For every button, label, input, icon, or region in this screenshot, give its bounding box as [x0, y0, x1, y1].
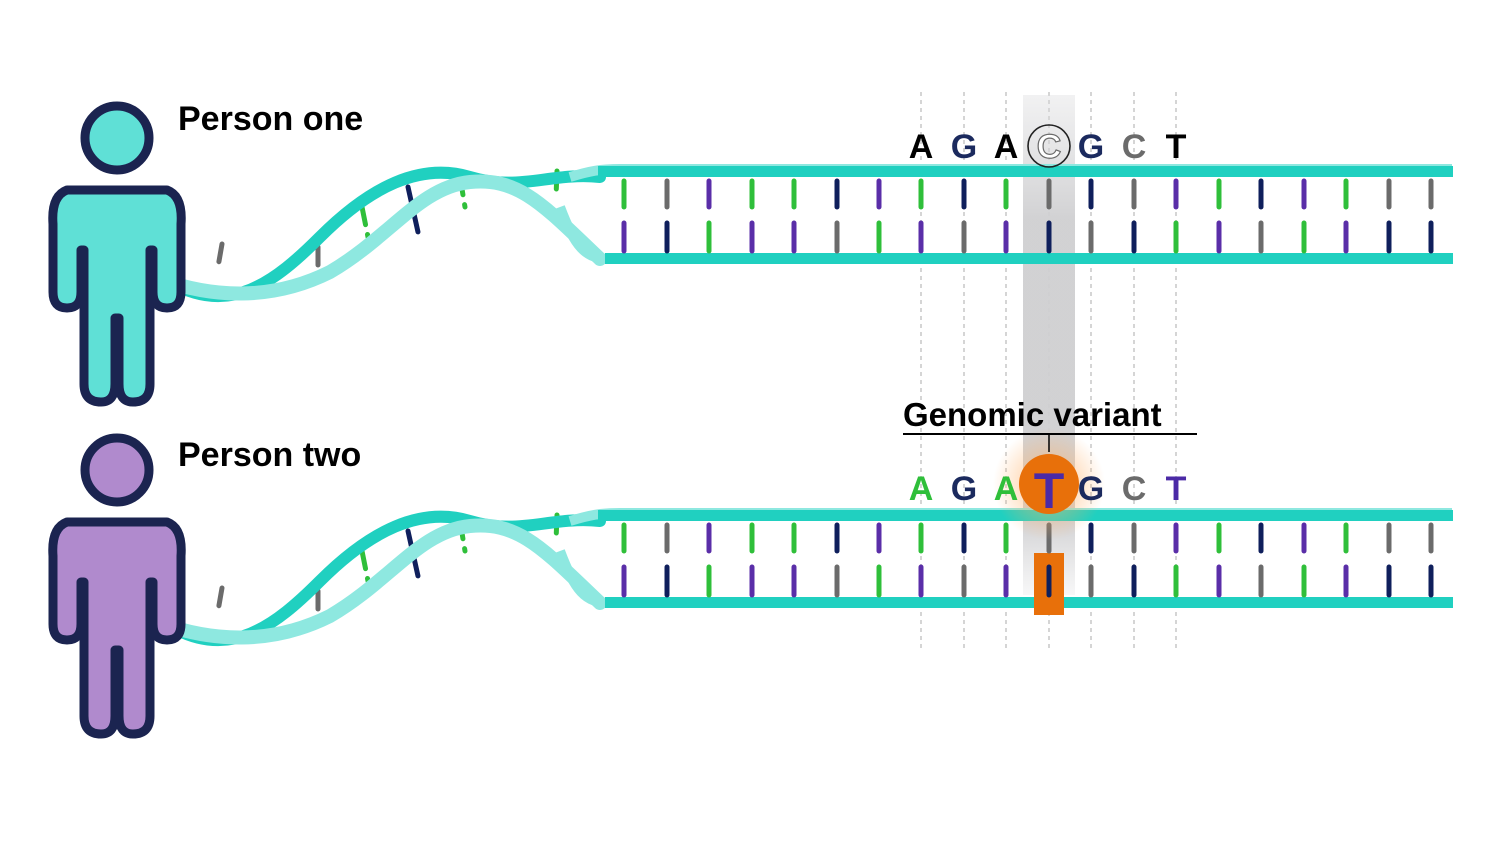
person-figures — [48, 101, 186, 739]
base-letter: A — [994, 128, 1019, 166]
helix-base — [215, 585, 225, 614]
strand-bottom — [605, 253, 1453, 264]
base-letter: T — [1166, 128, 1187, 166]
head — [80, 101, 154, 175]
body — [48, 185, 186, 407]
variant-dot — [1019, 454, 1079, 514]
genomic-variant-label: Genomic variant — [903, 396, 1162, 433]
base-letter: G — [1078, 128, 1104, 166]
helix-base — [359, 548, 371, 584]
helix-base — [405, 528, 421, 579]
base-letter: G — [951, 128, 977, 166]
helix-base — [215, 241, 225, 270]
helix-strand-b — [153, 174, 607, 301]
highlight-circle — [1027, 124, 1071, 168]
base-letter: C — [1037, 128, 1062, 166]
person-one-icon — [48, 101, 186, 407]
dna-helices — [153, 166, 607, 647]
dna-ladder-1 — [555, 164, 1453, 264]
base-letter: A — [909, 470, 934, 508]
helix-base — [405, 184, 421, 235]
base-letter: C — [1122, 128, 1147, 166]
person-two-icon — [48, 433, 186, 739]
strand-bottom — [605, 597, 1453, 608]
base-letter: C — [1122, 470, 1147, 508]
dna-helix-1 — [153, 166, 607, 303]
base-letter: G — [951, 470, 977, 508]
base-letter: A — [909, 128, 934, 166]
base-letter: T — [1166, 470, 1187, 508]
base-letter: G — [1078, 470, 1104, 508]
dna-ladder-2 — [555, 508, 1453, 615]
person-one-label: Person one — [178, 100, 364, 138]
body — [48, 517, 186, 739]
helix-base — [359, 204, 371, 240]
strand-top — [598, 166, 1453, 177]
dna-helix-2 — [153, 510, 607, 647]
helix-strand-b — [153, 518, 607, 645]
head — [80, 433, 154, 507]
base-letter: A — [994, 470, 1019, 508]
base-letter: T — [1034, 463, 1065, 519]
person-two-label: Person two — [178, 436, 362, 474]
